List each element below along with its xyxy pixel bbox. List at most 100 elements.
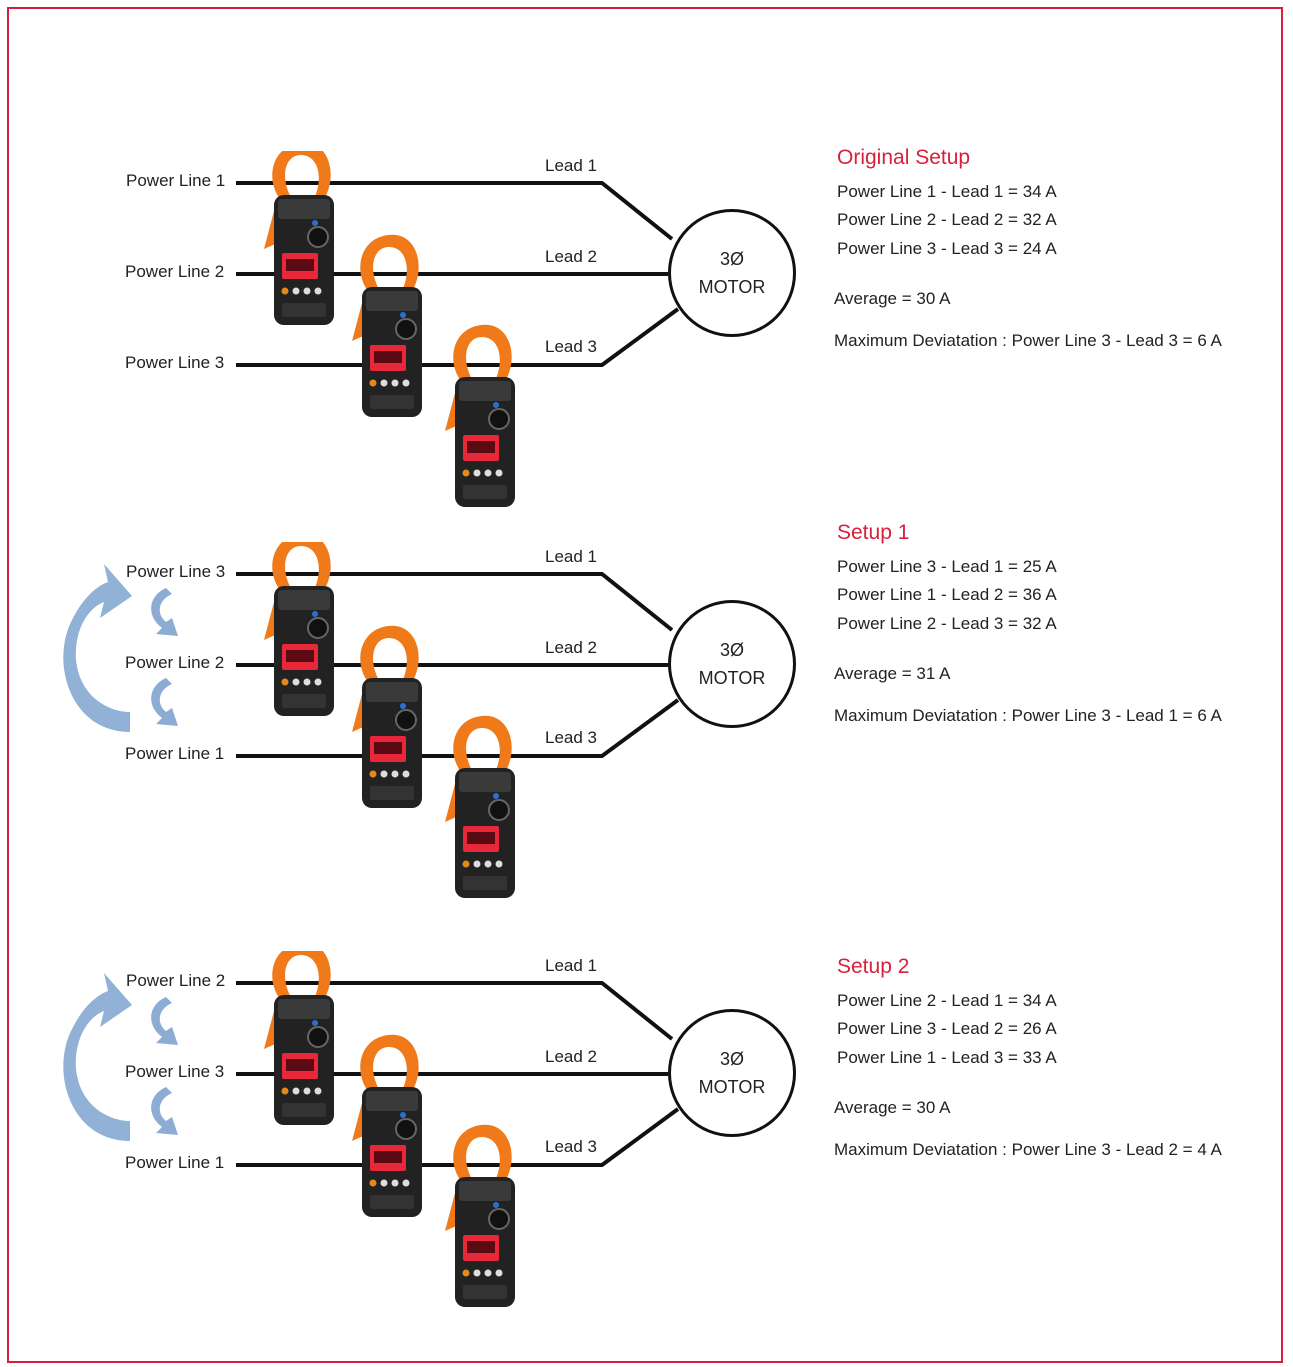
meter-display-digits (286, 650, 314, 662)
meter-header (459, 772, 511, 792)
large-rotation-arrow (63, 973, 132, 1141)
power-line-label-middle: Power Line 2 (125, 653, 225, 672)
meter-button (292, 1087, 300, 1095)
meter-button (314, 1087, 322, 1095)
clamp-jaw (360, 1034, 419, 1091)
meter-display-digits (467, 441, 495, 453)
large-rotation-arrow (63, 564, 132, 732)
reading-2: Power Line 3 - Lead 2 = 26 A (837, 1019, 1057, 1038)
setup-title: Setup 1 (837, 521, 910, 544)
reading-2: Power Line 2 - Lead 2 = 32 A (837, 210, 1057, 229)
meter-header (366, 291, 418, 311)
rotation-arrows (63, 564, 178, 732)
meter-dial (488, 1208, 510, 1230)
meter-probe-ports (282, 1103, 326, 1117)
lead-3-label: Lead 3 (545, 1137, 597, 1156)
meter-indicator (312, 1020, 318, 1026)
power-line-label-top: Power Line 1 (126, 171, 226, 190)
clamp-meter-1 (264, 542, 334, 716)
meter-header (459, 1181, 511, 1201)
clamp-jaw (272, 951, 331, 999)
power-line-label-bottom: Power Line 1 (125, 744, 225, 763)
meter-indicator (312, 220, 318, 226)
average-value: Average = 31 A (834, 664, 951, 683)
meter-button (281, 287, 289, 295)
average-value: Average = 30 A (834, 1098, 951, 1117)
wiring-lines (236, 151, 680, 507)
meter-header (278, 590, 330, 610)
wire-3 (236, 698, 680, 758)
clamp-jaw (453, 715, 512, 772)
meter-button (314, 678, 322, 686)
meter-probe-ports (463, 485, 507, 499)
meter-button (402, 770, 410, 778)
meter-button (281, 678, 289, 686)
motor-circle: 3Ø MOTOR (668, 1009, 796, 1137)
small-rotation-arrow-1 (151, 997, 178, 1045)
meter-button (484, 860, 492, 868)
meter-probe-ports (282, 694, 326, 708)
meter-probe-ports (370, 395, 414, 409)
meter-display-digits (286, 259, 314, 271)
clamp-meter-3 (445, 715, 515, 898)
meter-button (484, 469, 492, 477)
meter-indicator (493, 1202, 499, 1208)
clamp-meter-1 (264, 151, 334, 325)
power-line-label-top: Power Line 2 (126, 971, 226, 990)
clamp-meter-1 (264, 951, 334, 1125)
wiring-diagram-3: Power Line 2 Power Line 3 Power Line 1 L… (0, 951, 820, 1331)
meter-button (402, 379, 410, 387)
meter-button (380, 770, 388, 778)
meter-button (391, 770, 399, 778)
meter-button (303, 1087, 311, 1095)
meter-probe-ports (282, 303, 326, 317)
meter-button (495, 860, 503, 868)
meter-indicator (493, 402, 499, 408)
average-value: Average = 30 A (834, 289, 951, 308)
wire-1 (236, 981, 674, 1041)
lead-1-label: Lead 1 (545, 547, 597, 566)
meter-probe-ports (370, 1195, 414, 1209)
meter-display-digits (467, 1241, 495, 1253)
clamp-meter-3 (445, 1124, 515, 1307)
power-line-label-bottom: Power Line 3 (125, 353, 225, 372)
reading-2: Power Line 1 - Lead 2 = 36 A (837, 585, 1057, 604)
page-border (7, 7, 1283, 1363)
meter-indicator (400, 312, 406, 318)
meter-display-digits (467, 832, 495, 844)
power-line-label-top: Power Line 3 (126, 562, 226, 581)
motor-label: MOTOR (698, 1077, 766, 1097)
meter-header (366, 1091, 418, 1111)
wiring-lines (63, 542, 680, 898)
motor-phase-symbol: 3Ø (719, 1049, 744, 1069)
lead-1-label: Lead 1 (545, 956, 597, 975)
meter-button (391, 1179, 399, 1187)
meter-button (462, 469, 470, 477)
meter-header (459, 381, 511, 401)
power-line-label-middle: Power Line 3 (125, 1062, 225, 1081)
meter-button (281, 1087, 289, 1095)
lead-1-label: Lead 1 (545, 156, 597, 175)
clamp-meter-2 (352, 234, 422, 417)
clamp-jaw (272, 151, 331, 199)
rotation-arrows (63, 973, 178, 1141)
meter-button (303, 678, 311, 686)
meter-button (462, 1269, 470, 1277)
small-rotation-arrow-2 (151, 1087, 178, 1135)
meter-button (369, 770, 377, 778)
motor-phase-symbol: 3Ø (719, 640, 744, 660)
max-deviation: Maximum Deviatation : Power Line 3 - Lea… (834, 331, 1222, 350)
reading-1: Power Line 3 - Lead 1 = 25 A (837, 557, 1057, 576)
lead-2-label: Lead 2 (545, 1047, 597, 1066)
meter-dial (488, 408, 510, 430)
reading-3: Power Line 1 - Lead 3 = 33 A (837, 1048, 1057, 1067)
wire-3 (236, 1107, 680, 1167)
clamp-meter-2 (352, 625, 422, 808)
meter-display-digits (374, 1151, 402, 1163)
meter-button (380, 1179, 388, 1187)
wiring-diagram-1: Power Line 1 Power Line 2 Power Line 3 L… (0, 151, 820, 531)
motor-phase-symbol: 3Ø (719, 249, 744, 269)
motor-label: MOTOR (698, 668, 766, 688)
clamp-jaw (360, 625, 419, 682)
meter-button (402, 1179, 410, 1187)
